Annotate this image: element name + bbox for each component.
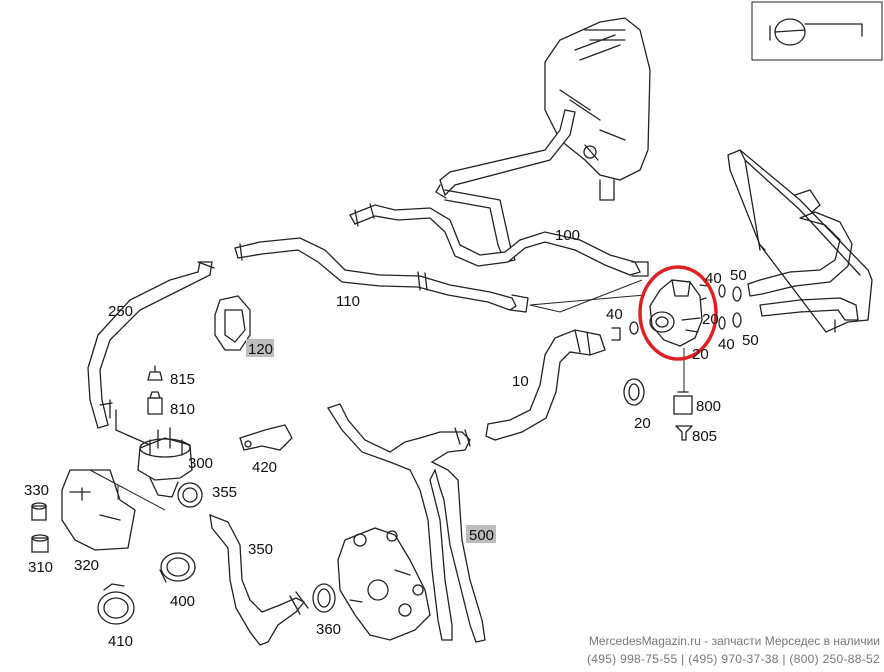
label-20-valve: 20 <box>692 346 709 363</box>
label-320: 320 <box>74 557 99 574</box>
label-120: 120 <box>248 341 273 358</box>
heater-core <box>727 149 873 333</box>
bracket-120 <box>214 295 251 351</box>
hose-100 <box>349 203 649 277</box>
nut-310 <box>31 534 49 553</box>
connector-800 <box>673 391 693 415</box>
label-500-box <box>466 525 496 543</box>
hose-110 <box>234 237 529 313</box>
label-20-lower: 20 <box>634 415 651 432</box>
aux-pump-300 <box>109 399 193 498</box>
clip-420 <box>239 424 293 451</box>
clamp-20-left <box>611 321 639 341</box>
footer-phones: (495) 998-75-55 | (495) 970-37-38 | (800… <box>586 652 880 666</box>
connector-805 <box>675 425 693 441</box>
clamp-355 <box>177 482 203 508</box>
hose-10 <box>485 329 606 441</box>
expansion-tank <box>544 17 651 201</box>
bolt-330 <box>31 502 47 521</box>
label-350: 350 <box>248 541 273 558</box>
label-815: 815 <box>170 371 195 388</box>
label-40-bottom: 40 <box>718 336 735 353</box>
steering-wheel-icon <box>769 18 863 46</box>
label-400: 400 <box>170 593 195 610</box>
label-355: 355 <box>212 484 237 501</box>
connector-810-815 <box>147 365 163 415</box>
clamp-410 <box>97 583 135 625</box>
leader-lines <box>529 279 646 313</box>
clamp-20-lower <box>623 378 645 406</box>
label-50-bottom: 50 <box>742 332 759 349</box>
label-250: 250 <box>108 303 133 320</box>
label-420: 420 <box>252 459 277 476</box>
label-50-top: 50 <box>730 267 747 284</box>
label-500: 500 <box>469 527 494 544</box>
clamp-400 <box>159 552 196 583</box>
bracket-320 <box>61 469 166 551</box>
label-410: 410 <box>108 633 133 650</box>
label-100: 100 <box>555 227 580 244</box>
label-310: 310 <box>28 559 53 576</box>
label-800: 800 <box>696 398 721 415</box>
label-805: 805 <box>692 428 717 445</box>
label-120-box <box>246 339 274 357</box>
water-pump-housing <box>337 527 431 641</box>
label-360: 360 <box>316 621 341 638</box>
clamp-360 <box>312 583 336 613</box>
label-40-left: 40 <box>606 306 623 323</box>
label-20-right: 20 <box>702 311 719 328</box>
label-40-top: 40 <box>705 270 722 287</box>
label-10: 10 <box>512 373 529 390</box>
legend-box <box>751 1 883 61</box>
part-labels: 100 110 250 120 815 810 300 420 355 330 … <box>24 227 759 650</box>
pipe-500 <box>327 403 486 643</box>
label-300: 300 <box>188 455 213 472</box>
hose-350 <box>209 513 309 646</box>
label-810: 810 <box>170 401 195 418</box>
label-110: 110 <box>336 293 360 310</box>
footer-shop-name: MercedesMagazin.ru - запчасти Мерседес в… <box>588 634 880 648</box>
heater-control-valve <box>649 279 703 392</box>
label-330: 330 <box>24 482 49 499</box>
highlight-circle <box>638 265 718 361</box>
